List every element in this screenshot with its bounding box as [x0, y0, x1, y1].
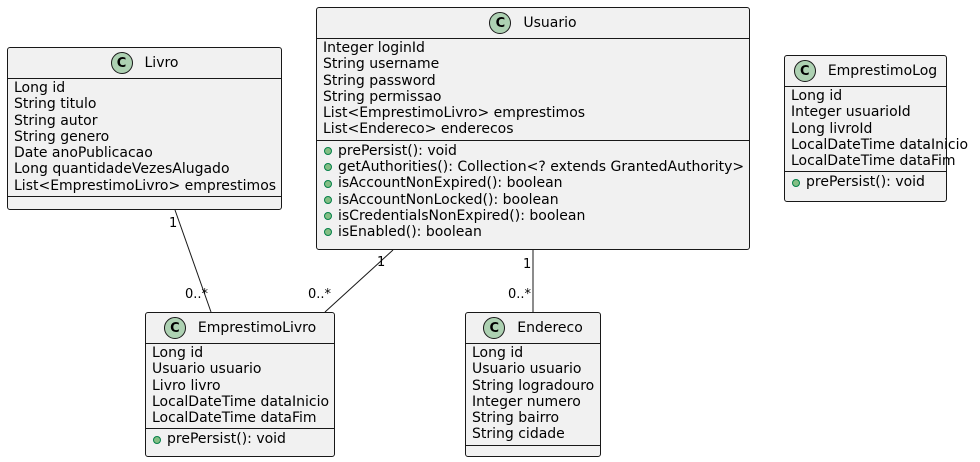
attribute: String password [323, 72, 436, 89]
method-signature: prePersist(): void [806, 174, 925, 191]
attribute: Usuario usuario [152, 361, 262, 378]
method: isCredentialsNonExpired(): boolean [323, 208, 743, 224]
method: prePersist(): void [323, 143, 743, 159]
class-endereco[interactable]: C Endereco Long id Usuario usuario Strin… [465, 312, 601, 457]
multiplicity-endereco-many: 0..* [508, 287, 532, 302]
multiplicity-emprestimolivro-many-usuario: 0..* [308, 287, 332, 302]
public-visibility-icon [324, 212, 332, 221]
attribute: String autor [14, 112, 98, 129]
class-usuario-attributes: Integer loginId String username String p… [317, 39, 749, 141]
multiplicity-usuario-one-endereco: 1 [523, 257, 532, 272]
class-usuario[interactable]: C Usuario Integer loginId String usernam… [316, 7, 750, 250]
attribute: String logradouro [472, 377, 595, 394]
method: prePersist(): void [791, 174, 940, 190]
class-endereco-attributes: Long id Usuario usuario String logradour… [466, 344, 600, 446]
public-visibility-icon [324, 195, 332, 204]
attribute: String genero [14, 128, 110, 145]
attribute: Long id [14, 80, 66, 96]
method-signature: isAccountNonExpired(): boolean [338, 175, 563, 192]
class-livro-header: C Livro [8, 48, 281, 79]
class-usuario-header: C Usuario [317, 8, 749, 39]
public-visibility-icon [324, 179, 332, 188]
class-livro[interactable]: C Livro Long id String titulo String aut… [7, 47, 282, 210]
attribute: LocalDateTime dataFim [791, 153, 956, 170]
attribute: String permissao [323, 88, 442, 105]
class-usuario-name: Usuario [523, 15, 577, 31]
class-emprestimolog-header: C EmprestimoLog [785, 56, 946, 87]
method-signature: prePersist(): void [167, 431, 286, 448]
class-endereco-name: Endereco [517, 320, 583, 336]
multiplicity-emprestimolivro-many-livro: 0..* [185, 287, 209, 302]
multiplicity-livro-one: 1 [169, 216, 178, 231]
class-livro-attributes: Long id String titulo String autor Strin… [8, 79, 281, 198]
method-signature: isEnabled(): boolean [338, 224, 482, 241]
method-signature: prePersist(): void [338, 142, 457, 159]
class-emprestimolog-attributes: Long id Integer usuarioId Long livroId L… [785, 87, 969, 173]
attribute: Long id [152, 345, 204, 361]
class-endereco-methods [466, 446, 600, 454]
method: isAccountNonExpired(): boolean [323, 175, 743, 191]
public-visibility-icon [324, 228, 332, 237]
public-visibility-icon [324, 163, 332, 172]
attribute: Integer numero [472, 393, 581, 410]
method-signature: isAccountNonLocked(): boolean [338, 191, 559, 208]
class-icon: C [489, 12, 512, 34]
public-visibility-icon [792, 178, 800, 187]
attribute: List<Endereco> enderecos [323, 121, 514, 138]
attribute: LocalDateTime dataFim [152, 410, 317, 427]
class-usuario-methods: prePersist(): void getAuthorities(): Col… [317, 141, 749, 243]
class-emprestimolivro[interactable]: C EmprestimoLivro Long id Usuario usuari… [145, 312, 335, 457]
class-icon: C [793, 60, 816, 82]
class-emprestimolog[interactable]: C EmprestimoLog Long id Integer usuarioI… [784, 55, 969, 202]
attribute: String titulo [14, 96, 97, 113]
class-icon: C [483, 317, 506, 339]
class-livro-name: Livro [144, 55, 179, 71]
attribute: Integer usuarioId [791, 104, 911, 121]
attribute: Long id [472, 345, 524, 361]
class-icon: C [110, 52, 133, 74]
attribute: Long livroId [791, 120, 873, 137]
class-emprestimolivro-name: EmprestimoLivro [197, 320, 317, 336]
public-visibility-icon [324, 146, 332, 155]
attribute: List<EmprestimoLivro> emprestimos [14, 177, 277, 194]
multiplicity-usuario-one-emprestimolivro: 1 [377, 255, 386, 270]
attribute: Long id [791, 88, 843, 104]
attribute: String bairro [472, 410, 560, 427]
association-usuario-emprestimolivro [324, 249, 394, 313]
attribute: Date anoPublicacao [14, 145, 153, 162]
class-endereco-header: C Endereco [466, 313, 600, 344]
class-livro-methods [8, 197, 281, 205]
class-emprestimolivro-attributes: Long id Usuario usuario Livro livro Loca… [146, 344, 334, 430]
method: isAccountNonLocked(): boolean [323, 192, 743, 208]
method: isEnabled(): boolean [323, 224, 743, 240]
attribute: LocalDateTime dataInicio [152, 393, 330, 410]
attribute: Long quantidadeVezesAlugado [14, 161, 230, 178]
class-emprestimolivro-header: C EmprestimoLivro [146, 313, 334, 344]
association-livro-emprestimolivro [174, 209, 212, 313]
method-signature: getAuthorities(): Collection<? extends G… [338, 159, 745, 176]
attribute: String cidade [472, 426, 565, 443]
method: getAuthorities(): Collection<? extends G… [323, 159, 745, 176]
public-visibility-icon [153, 435, 161, 444]
method-signature: isCredentialsNonExpired(): boolean [338, 207, 586, 224]
class-icon: C [163, 317, 186, 339]
class-emprestimolivro-methods: prePersist(): void [146, 429, 334, 449]
class-emprestimolog-methods: prePersist(): void [785, 172, 946, 192]
attribute: String username [323, 56, 440, 73]
attribute: LocalDateTime dataInicio [791, 136, 969, 153]
attribute: Integer loginId [323, 40, 425, 56]
method: prePersist(): void [152, 431, 328, 447]
attribute: Usuario usuario [472, 361, 582, 378]
class-emprestimolog-name: EmprestimoLog [827, 63, 938, 79]
attribute: Livro livro [152, 377, 221, 394]
attribute: List<EmprestimoLivro> emprestimos [323, 105, 586, 122]
